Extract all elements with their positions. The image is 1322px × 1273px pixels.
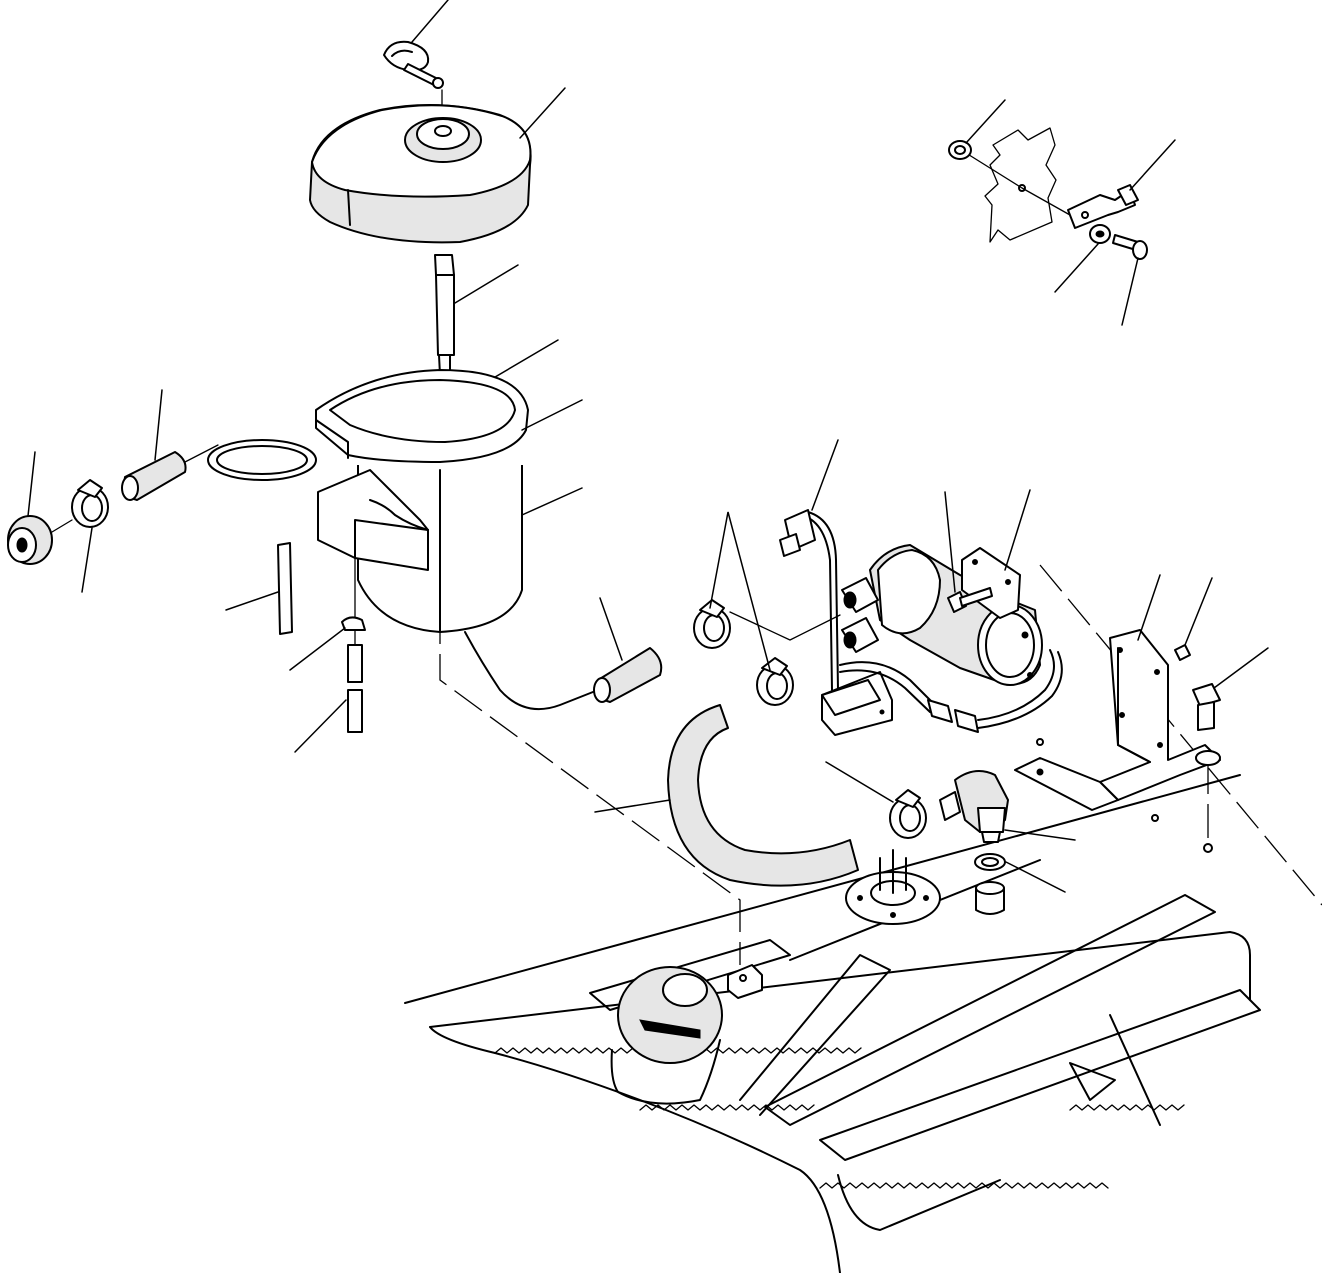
detail-screw: [1112, 234, 1148, 326]
hex-bolt: [1192, 647, 1269, 766]
elbow-fitting: [939, 770, 1076, 843]
sleeve-upper: [347, 644, 363, 683]
drain-plug: [7, 451, 73, 565]
o-ring: [974, 853, 1066, 893]
detail-nut: [948, 99, 1006, 160]
cap-lanyard-pin: [383, 0, 449, 119]
tank-bracket: [317, 469, 429, 651]
wire-harness-connector: [779, 439, 1063, 736]
l-bracket: [1014, 574, 1221, 811]
level-rod: [225, 542, 293, 635]
detail-inset-bulkhead: [965, 127, 1071, 243]
nut: [1174, 577, 1213, 661]
electric-pump: [841, 544, 1043, 686]
hose-clamp-lower: [825, 761, 927, 839]
small-clip: [289, 616, 366, 671]
hose-clamp-pair: [693, 511, 841, 706]
filter-rod: [434, 254, 519, 376]
sleeve-lower: [294, 689, 363, 753]
detail-washer: [1054, 224, 1111, 293]
reservoir-cap: [309, 87, 566, 244]
fuel-tank-body: [404, 738, 1261, 1273]
curved-hose: [594, 704, 859, 887]
hose-clamp-left: [71, 479, 109, 593]
bushing: [975, 881, 1005, 915]
detail-clip-bracket: [1067, 139, 1176, 229]
short-hose-left: [121, 389, 219, 501]
short-hose-center: [593, 597, 663, 703]
pump-mount-bolt: [944, 491, 993, 613]
mounting-strap: [315, 369, 583, 463]
retaining-ring: [207, 439, 317, 481]
